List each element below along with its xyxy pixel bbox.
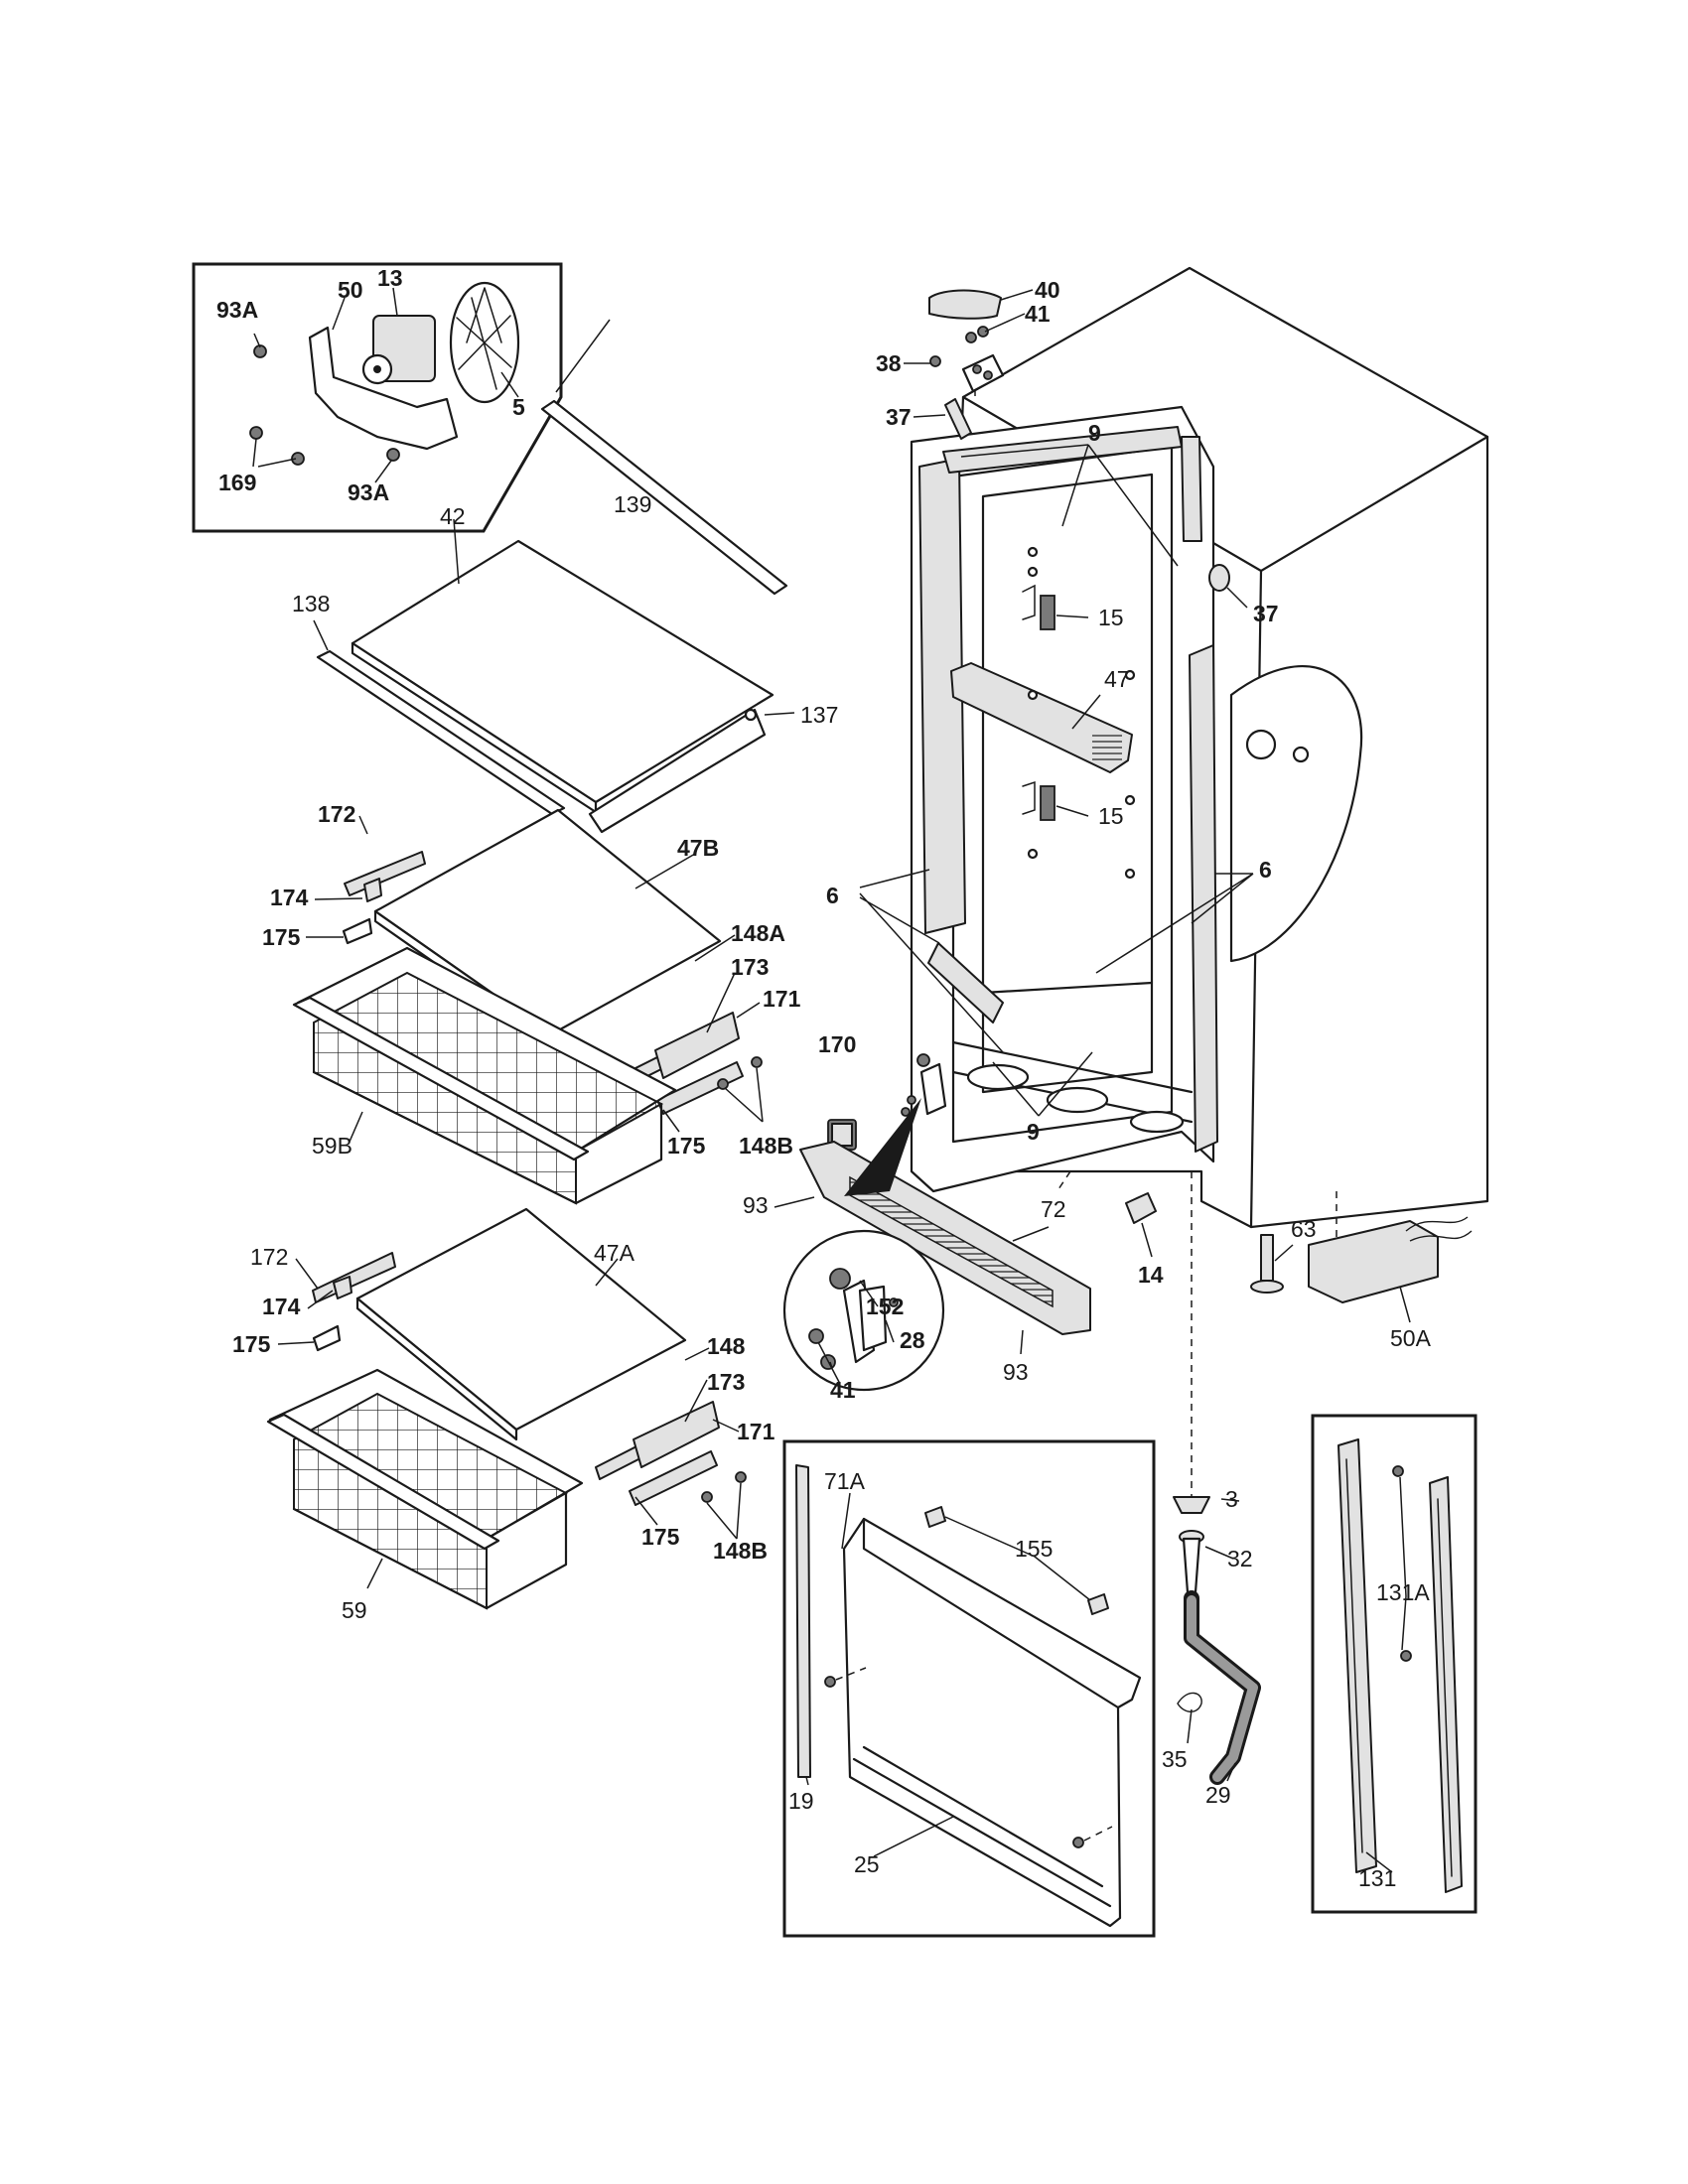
part-label: 6 <box>1259 857 1272 883</box>
part-label: 148B <box>713 1538 768 1564</box>
part-label: 175 <box>262 924 301 950</box>
part-label: 14 <box>1138 1262 1164 1288</box>
part-label: 174 <box>262 1294 301 1319</box>
lower-basket-assembly <box>266 1207 747 1610</box>
kickplate-area <box>774 1053 1473 1499</box>
glass-shelf-assembly <box>313 319 795 834</box>
part-label: 175 <box>232 1331 271 1357</box>
part-label: 152 <box>866 1294 904 1319</box>
part-label: 71A <box>824 1468 866 1494</box>
drain-assembly <box>1173 1496 1261 1785</box>
part-label: 32 <box>1227 1546 1253 1571</box>
part-label: 174 <box>270 885 309 910</box>
part-label: 28 <box>900 1327 925 1353</box>
freezer-cabinet <box>859 266 1489 1229</box>
upper-basket-assembly <box>292 808 764 1205</box>
part-label: 171 <box>737 1419 775 1444</box>
part-label: 13 <box>377 265 403 291</box>
part-label: 40 <box>1035 277 1060 303</box>
liner-holes <box>1027 546 1136 880</box>
part-label: 131A <box>1376 1579 1430 1605</box>
screw-parts <box>249 344 400 466</box>
part-label: 172 <box>250 1244 288 1270</box>
part-label: 172 <box>318 801 355 827</box>
part-label: 93 <box>1003 1359 1029 1385</box>
part-label: 50A <box>1390 1325 1432 1351</box>
part-label: 50 <box>338 277 363 303</box>
part-label: 6 <box>826 883 839 908</box>
part-label: 37 <box>886 404 912 430</box>
part-label: 3 <box>1225 1486 1238 1512</box>
part-label: 93 <box>743 1192 769 1218</box>
part-label: 42 <box>440 503 466 529</box>
part-label: 59B <box>312 1133 352 1159</box>
part-label: 137 <box>800 702 838 728</box>
part-label: 41 <box>1025 301 1051 327</box>
part-label: 5 <box>512 394 525 420</box>
part-label: 29 <box>1205 1782 1231 1808</box>
fan-blade-part <box>449 281 520 404</box>
part-label: 148B <box>739 1133 793 1159</box>
part-label: 38 <box>876 350 902 376</box>
part-label: 63 <box>1291 1216 1317 1242</box>
part-label: 9 <box>1027 1119 1040 1145</box>
part-label: 148A <box>731 920 785 946</box>
part-label: 35 <box>1162 1746 1188 1772</box>
part-label: 47B <box>677 835 719 861</box>
part-label: 25 <box>854 1851 880 1877</box>
part-label: 139 <box>614 491 651 517</box>
part-label: 15 <box>1098 803 1124 829</box>
part-label: 131 <box>1358 1865 1396 1891</box>
part-label: 148 <box>707 1333 746 1359</box>
part-label: 175 <box>667 1133 706 1159</box>
part-label: 47 <box>1104 666 1130 692</box>
part-label: 155 <box>1015 1536 1053 1562</box>
part-label: 9 <box>1088 420 1101 446</box>
part-label: 169 <box>218 470 256 495</box>
rails-inset <box>1311 1414 1477 1914</box>
part-label: 59 <box>342 1597 367 1623</box>
fan-motor-inset <box>192 262 563 533</box>
part-labels: 93A 50 13 5 169 93A 42 139 138 137 172 4… <box>216 265 1432 1891</box>
fan-bracket-part <box>308 326 459 451</box>
part-label: 15 <box>1098 605 1124 630</box>
part-label: 93A <box>216 297 258 323</box>
part-label: 171 <box>763 986 801 1012</box>
part-label: 93A <box>348 479 389 505</box>
part-label: 41 <box>830 1377 856 1403</box>
part-label: 19 <box>788 1788 814 1814</box>
door-trim-inset <box>782 1439 1156 1938</box>
part-label: 72 <box>1041 1196 1066 1222</box>
part-label: 170 <box>818 1031 856 1057</box>
part-label: 138 <box>292 591 330 616</box>
part-label: 173 <box>731 954 769 980</box>
part-label: 47A <box>594 1240 635 1266</box>
part-label: 173 <box>707 1369 745 1395</box>
part-label: 37 <box>1253 601 1279 626</box>
part-label: 175 <box>641 1524 680 1550</box>
